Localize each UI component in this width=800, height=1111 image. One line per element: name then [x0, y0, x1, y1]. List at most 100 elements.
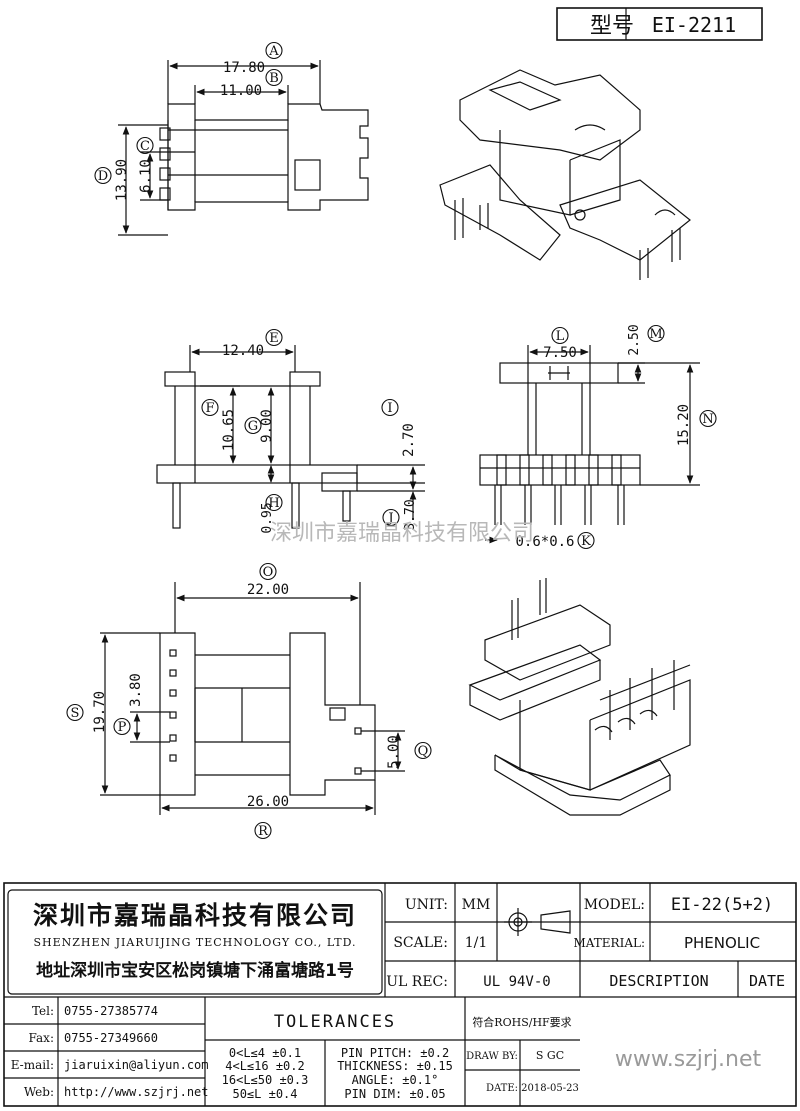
- pin-tolerance-row: ANGLE: ±0.1°: [352, 1073, 439, 1087]
- callout-circle: [265, 328, 283, 347]
- callout-circle: [382, 508, 400, 527]
- rohs-note: 符合ROHS/HF要求: [472, 1015, 571, 1029]
- tolerance-row: 16<L≤50 ±0.3: [222, 1073, 309, 1087]
- callout-circle: [244, 416, 262, 435]
- callout-circle: [254, 821, 272, 840]
- web-value: http://www.szjrj.net: [64, 1085, 209, 1099]
- dim-G-value: 9.00: [259, 409, 275, 443]
- callout-circle: [551, 326, 569, 345]
- dim-Q-tag: Q: [418, 744, 429, 759]
- dim-F-tag: F: [205, 401, 214, 416]
- dim-O-value: 22.00: [247, 582, 289, 598]
- top-view: [118, 60, 369, 236]
- drawn-by-label: DRAW BY:: [466, 1051, 518, 1062]
- dim-K-tag: K: [581, 534, 591, 549]
- tolerances-title: TOLERANCES: [274, 1012, 396, 1032]
- dim-H-tag: H: [268, 496, 279, 511]
- iso-view-bottom: [468, 578, 691, 816]
- website-watermark: www.szjrj.net: [615, 1047, 762, 1072]
- dim-M-value: 2.50: [627, 324, 642, 355]
- callout-circle: [577, 531, 595, 550]
- header-type-label: 型号: [590, 14, 634, 39]
- dim-B-tag: B: [269, 71, 279, 86]
- email-label: E-mail:: [11, 1058, 54, 1072]
- callout-circle: [265, 41, 283, 60]
- callout-circle: [265, 68, 283, 87]
- dim-E-value: 12.40: [222, 343, 264, 359]
- pin-tolerance-row: PIN PITCH: ±0.2: [341, 1046, 449, 1060]
- drawn-by-value: S GC: [536, 1049, 564, 1062]
- company-name-en: SHENZHEN JIARUIJING TECHNOLOGY CO., LTD.: [33, 936, 356, 949]
- pin-tolerance-row: PIN DIM: ±0.05: [344, 1087, 445, 1101]
- dim-Q-value: 5.00: [386, 735, 402, 769]
- bottom-view: [100, 582, 405, 815]
- dim-C-value: 6.10: [138, 159, 154, 193]
- header-model-box: [556, 7, 763, 41]
- dim-D-tag: D: [98, 169, 108, 184]
- email-value: jiaruixin@aliyun.com: [64, 1058, 209, 1072]
- dim-C-tag: C: [140, 139, 150, 154]
- header-model-number: EI-2211: [652, 13, 736, 37]
- dim-N-tag: N: [702, 412, 713, 427]
- dim-F-value: 10.65: [221, 409, 237, 451]
- callout-circle: [381, 398, 399, 417]
- dim-J-value: 3.70: [403, 499, 418, 530]
- dim-O-tag: O: [263, 565, 274, 580]
- fax-value: 0755-27349660: [64, 1031, 158, 1045]
- dim-R-value: 26.00: [247, 794, 289, 810]
- unit-value: MM: [462, 897, 491, 913]
- dim-A-tag: A: [268, 44, 279, 59]
- tel-label: Tel:: [32, 1004, 54, 1018]
- callout-circle: [201, 398, 219, 417]
- dim-S-value: 19.70: [92, 691, 108, 733]
- dim-L-tag: L: [556, 329, 565, 344]
- dim-E-tag: E: [269, 331, 279, 346]
- tolerance-row: 0<L≤4 ±0.1: [229, 1046, 301, 1060]
- callout-circle: [647, 324, 665, 343]
- tel-value: 0755-27385774: [64, 1004, 158, 1018]
- material-label: MATERIAL:: [573, 936, 645, 950]
- callout-circle: [699, 409, 717, 428]
- title-block-grid: [3, 882, 797, 1107]
- callout-circle: [66, 703, 84, 722]
- iso-view-top: [439, 69, 691, 280]
- model-label: MODEL:: [584, 897, 645, 913]
- callout-circle: [113, 717, 131, 736]
- dim-I-tag: I: [387, 401, 392, 416]
- projection-symbol: [504, 908, 571, 936]
- unit-label: UNIT:: [405, 897, 448, 913]
- date-column-label: DATE: [749, 972, 785, 990]
- dim-J-tag: J: [386, 511, 393, 526]
- dim-L-value: 7.50: [543, 345, 577, 361]
- dim-R-tag: R: [258, 824, 269, 839]
- dim-P-value: 3.80: [128, 673, 144, 707]
- dim-B-value: 11.00: [220, 83, 262, 99]
- web-label: Web:: [24, 1085, 54, 1099]
- pin-tolerance-row: THICKNESS: ±0.15: [337, 1059, 453, 1073]
- scale-label: SCALE:: [393, 935, 448, 951]
- dim-K-value: 0.6*0.6: [515, 534, 574, 550]
- dim-S-tag: S: [71, 706, 80, 721]
- dim-M-tag: M: [649, 327, 662, 342]
- tolerance-row: 4<L≤16 ±0.2: [225, 1059, 304, 1073]
- dim-I-value: 2.70: [401, 423, 417, 457]
- material-value: PHENOLIC: [684, 934, 760, 952]
- drawn-date-label: DATE:: [486, 1083, 518, 1094]
- side-view: [479, 345, 700, 525]
- dim-D-value: 13.90: [114, 159, 130, 201]
- ul-rec-label: UL REC:: [386, 974, 448, 990]
- dim-A-value: 17.80: [223, 60, 265, 76]
- callout-circle: [259, 562, 277, 581]
- callout-circle: [136, 136, 154, 155]
- callout-circle: [414, 741, 432, 760]
- ul-rec-value: UL 94V-0: [483, 974, 550, 990]
- model-value: EI-22(5+2): [671, 895, 773, 915]
- dim-P-tag: P: [118, 720, 127, 735]
- callout-circle: [94, 166, 112, 185]
- drawn-date-value: 2018-05-23: [521, 1083, 579, 1094]
- scale-value: 1/1: [465, 935, 488, 951]
- company-watermark: 深圳市嘉瑞晶科技有限公司: [270, 521, 534, 546]
- callout-circle: [265, 493, 283, 512]
- company-name-cn: 深圳市嘉瑞晶科技有限公司: [33, 901, 357, 930]
